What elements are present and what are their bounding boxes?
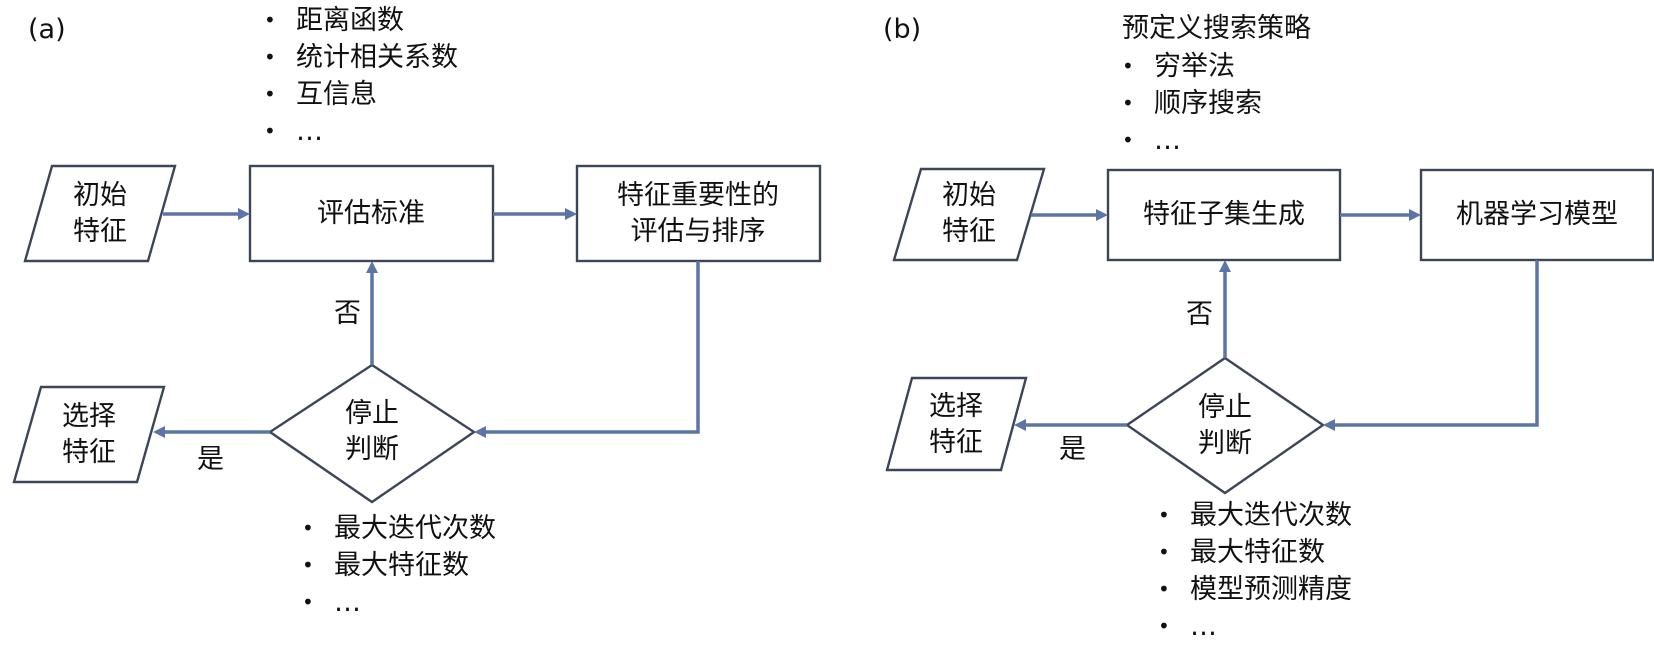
bullet-icon: •	[1122, 128, 1134, 152]
bullet-icon: •	[1158, 503, 1170, 527]
bullet-icon: •	[1158, 577, 1170, 601]
list-item: •模型预测精度	[1156, 571, 1352, 608]
a-stop-criteria-list: •最大迭代次数 •最大特征数 •…	[300, 510, 496, 621]
list-item: •最大迭代次数	[1156, 497, 1352, 534]
a-input-label-line1: 初始	[73, 180, 127, 211]
b-stop-label-line2: 判断	[1198, 428, 1252, 459]
a-panel-tag: (a)	[28, 14, 66, 45]
b-panel-tag: (b)	[883, 14, 922, 45]
a-output-label-line1: 选择	[62, 401, 116, 432]
b-input-label-line2: 特征	[942, 216, 996, 247]
bullet-icon: •	[264, 45, 276, 69]
bullet-icon: •	[302, 553, 314, 577]
bullet-icon: •	[264, 119, 276, 143]
a-rank-label-line1: 特征重要性的	[617, 180, 779, 211]
b-stop-node	[1124, 356, 1326, 495]
a-input-label-line2: 特征	[73, 216, 127, 247]
bullet-icon: •	[1122, 91, 1134, 115]
bullet-icon: •	[302, 590, 314, 614]
list-item: •最大迭代次数	[300, 510, 496, 547]
list-item: •…	[262, 113, 458, 150]
list-item: •…	[300, 584, 496, 621]
bullet-icon: •	[302, 516, 314, 540]
a-yes-label: 是	[197, 444, 224, 475]
list-item: •…	[1120, 122, 1262, 159]
a-output-node	[12, 385, 166, 484]
b-input-label-line1: 初始	[942, 180, 996, 211]
a-evaluate-node	[248, 164, 495, 263]
list-item: •互信息	[262, 76, 458, 113]
bullet-icon: •	[1158, 540, 1170, 564]
b-model-label: 机器学习模型	[1456, 199, 1618, 230]
bullet-icon: •	[264, 8, 276, 32]
b-stop-label-line1: 停止	[1198, 392, 1252, 423]
a-evaluate-label: 评估标准	[317, 198, 425, 229]
b-yes-label: 是	[1059, 434, 1086, 465]
b-input-node	[892, 167, 1046, 262]
a-stop-node	[267, 363, 477, 504]
a-no-label: 否	[334, 298, 361, 329]
list-item: •顺序搜索	[1120, 85, 1262, 122]
b-no-label: 否	[1186, 299, 1213, 330]
bullet-icon: •	[1158, 614, 1170, 638]
list-item: •穷举法	[1120, 48, 1262, 85]
list-item: •统计相关系数	[262, 39, 458, 76]
a-stop-label-line2: 判断	[345, 434, 399, 465]
a-criteria-list: •距离函数 •统计相关系数 •互信息 •…	[262, 2, 458, 150]
bullet-icon: •	[264, 82, 276, 106]
list-item: •最大特征数	[300, 547, 496, 584]
bullet-icon: •	[1122, 54, 1134, 78]
list-item: •距离函数	[262, 2, 458, 39]
a-rank-label-line2: 评估与排序	[630, 216, 766, 247]
b-output-label-line1: 选择	[929, 391, 983, 422]
b-stop-criteria-list: •最大迭代次数 •最大特征数 •模型预测精度 •…	[1156, 497, 1352, 645]
list-item: •…	[1156, 608, 1352, 645]
b-output-label-line2: 特征	[929, 427, 983, 458]
b-output-node	[885, 376, 1028, 472]
b-subset-label: 特征子集生成	[1143, 199, 1305, 230]
a-stop-label-line1: 停止	[345, 398, 399, 429]
a-arrow-rank-to-stop	[486, 261, 700, 434]
a-input-node	[23, 164, 177, 263]
b-subset-node	[1106, 168, 1342, 262]
b-strategy-list: •穷举法 •顺序搜索 •…	[1120, 48, 1262, 159]
a-output-label-line2: 特征	[62, 437, 116, 468]
b-strategy-title: 预定义搜索策略	[1122, 13, 1311, 44]
b-arrow-model-to-stop	[1335, 260, 1539, 427]
list-item: •最大特征数	[1156, 534, 1352, 571]
